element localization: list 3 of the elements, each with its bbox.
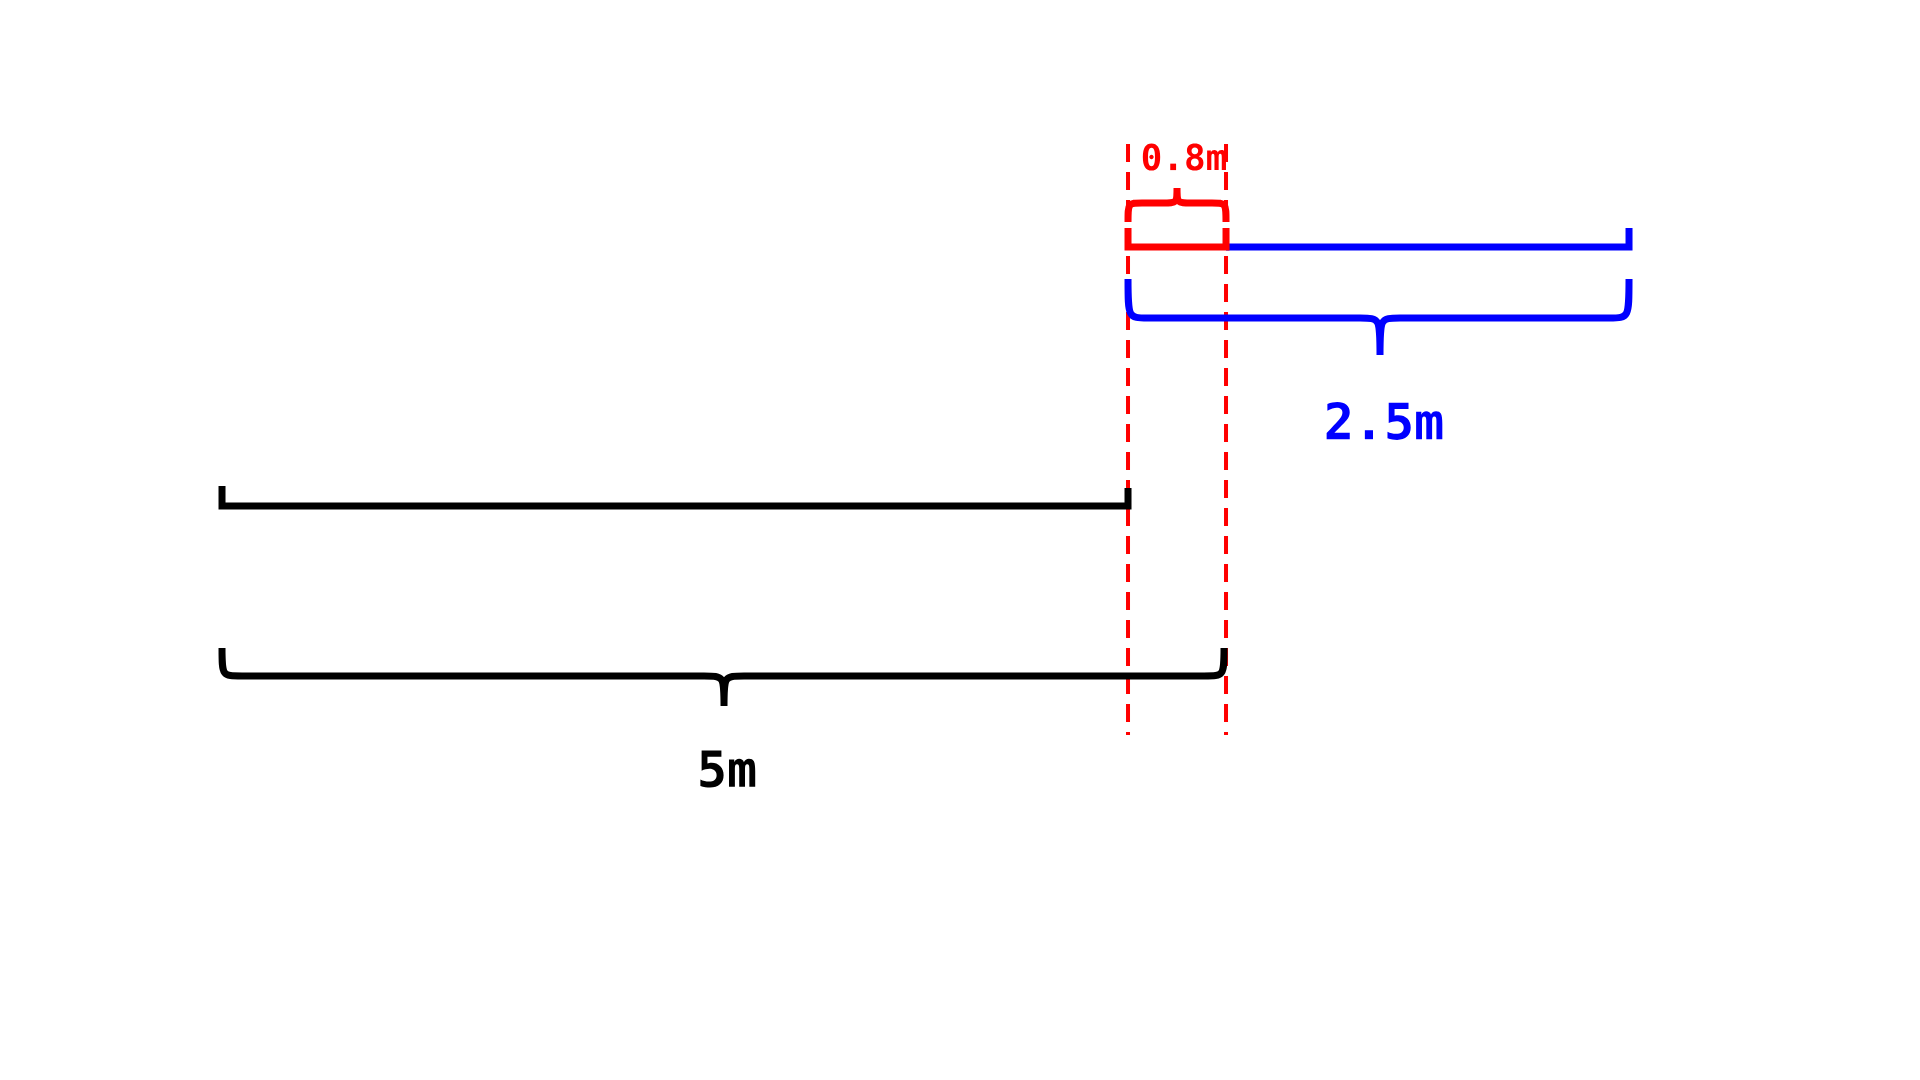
dimension-label: 2.5m [1326,402,1443,440]
dimension-label: 0.8m [1142,143,1226,171]
dimension-label: 5m [700,750,756,788]
